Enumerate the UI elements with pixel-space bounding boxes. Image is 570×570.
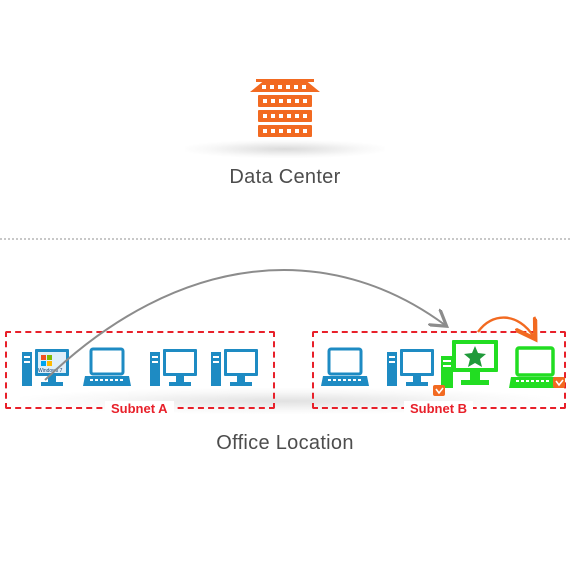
data-center-shadow	[185, 140, 385, 158]
star-icon	[464, 346, 486, 367]
laptop-icon	[321, 347, 369, 386]
desktop-icon	[387, 349, 434, 386]
transfer-arrow	[477, 318, 534, 337]
desktop-star-icon	[433, 340, 498, 396]
shield-badge-icon	[553, 377, 565, 388]
subnet-b-label: Subnet B	[404, 401, 474, 417]
desktop-icon	[150, 349, 197, 386]
windows-7-badge: Windows 7	[38, 368, 63, 374]
migration-arrow	[44, 269, 445, 381]
desktop-icon	[211, 349, 258, 386]
laptop-icon	[509, 346, 565, 388]
office-location-label: Office Location	[216, 432, 354, 454]
subnet-a-label: Subnet A	[105, 401, 174, 417]
server-rack-icon	[250, 79, 320, 137]
section-separator	[0, 238, 570, 240]
data-center-label: Data Center	[229, 166, 341, 188]
shield-badge-icon	[433, 385, 445, 396]
laptop-icon	[83, 347, 131, 386]
